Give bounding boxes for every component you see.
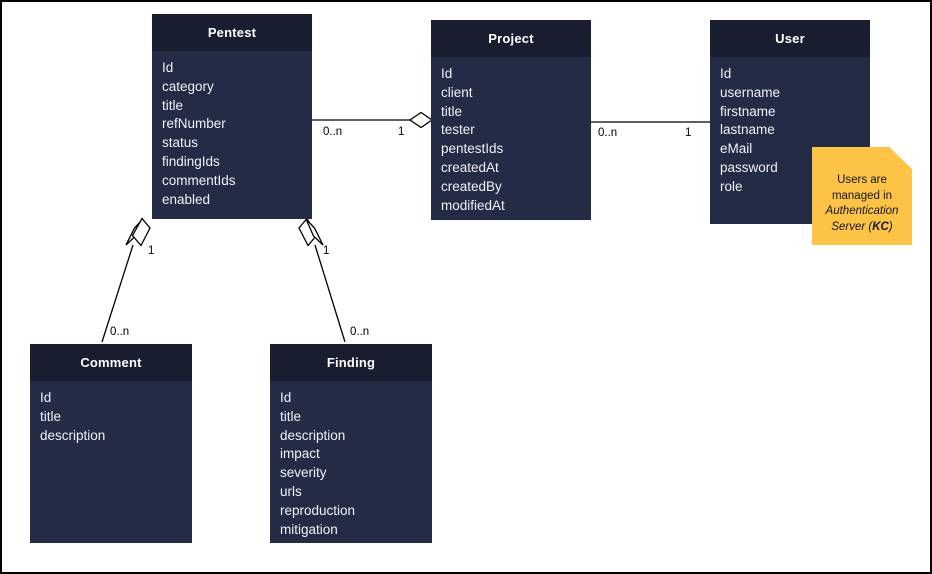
class-attributes-comment: Id title description <box>30 381 192 451</box>
attribute: impact <box>280 446 320 462</box>
attribute: lastname <box>720 122 775 138</box>
attribute: eMail <box>720 141 753 157</box>
attribute: firstname <box>720 103 776 119</box>
attribute: severity <box>280 465 327 481</box>
sticky-note-user[interactable]: Users are managed in Authentication Serv… <box>812 147 912 245</box>
attribute: createdAt <box>441 159 499 175</box>
attribute: Id <box>40 390 52 405</box>
attribute: title <box>40 408 62 424</box>
attribute: description <box>280 427 346 443</box>
attribute: title <box>280 408 302 424</box>
note-line-4-bold: KC <box>872 220 889 233</box>
note-text: Users are managed in Authentication Serv… <box>812 173 912 235</box>
multiplicity-pentest-finding-target: 0..n <box>350 326 370 338</box>
attribute: title <box>441 103 463 119</box>
multiplicity-pentest-finding-source: 1 <box>323 245 330 257</box>
attribute: Id <box>162 60 174 75</box>
attribute: urls <box>280 483 302 499</box>
multiplicity-pentest-comment-source: 1 <box>148 245 155 257</box>
class-title-project: Project <box>431 20 591 57</box>
note-line-4-prefix: Server ( <box>831 220 873 233</box>
class-attributes-finding: Id title description impact severity url… <box>270 381 432 545</box>
class-box-project[interactable]: Project Id client title tester pentestId… <box>431 20 591 220</box>
multiplicity-pentest-project-target: 1 <box>398 126 405 138</box>
note-line-3: Authentication <box>825 205 899 217</box>
class-attributes-project: Id client title tester pentestIds create… <box>431 57 591 221</box>
attribute: enabled <box>162 191 211 207</box>
attribute: category <box>162 78 214 94</box>
attribute: username <box>720 84 781 100</box>
note-line-4-suffix: ) <box>888 220 893 233</box>
note-line-2: managed in <box>831 189 893 202</box>
multiplicity-project-user-source: 0..n <box>598 127 618 139</box>
class-attributes-user: Id username firstname lastname eMail pas… <box>710 57 870 203</box>
attribute: findingIds <box>162 153 220 169</box>
class-attributes-pentest: Id category title refNumber status findi… <box>152 51 312 215</box>
attribute: Id <box>280 390 292 405</box>
class-box-finding[interactable]: Finding Id title description impact seve… <box>270 344 432 543</box>
note-line-1: Users are <box>837 174 887 186</box>
attribute: Id <box>441 66 453 81</box>
attribute: title <box>162 97 184 113</box>
attribute: status <box>162 135 199 151</box>
multiplicity-pentest-comment-target: 0..n <box>110 326 130 338</box>
class-box-pentest[interactable]: Pentest Id category title refNumber stat… <box>152 14 312 219</box>
attribute: reproduction <box>280 502 356 518</box>
class-title-comment: Comment <box>30 344 192 381</box>
attribute: Id <box>720 66 732 81</box>
attribute: createdBy <box>441 178 502 194</box>
edge-pentest-finding <box>298 217 346 343</box>
multiplicity-pentest-project-source: 0..n <box>323 126 343 138</box>
attribute: modifiedAt <box>441 197 505 213</box>
class-title-pentest: Pentest <box>152 14 312 51</box>
class-box-comment[interactable]: Comment Id title description <box>30 344 192 543</box>
attribute: commentIds <box>162 172 236 188</box>
attribute: tester <box>441 122 475 138</box>
attribute: refNumber <box>162 116 226 132</box>
attribute: pentestIds <box>441 141 504 157</box>
class-title-user: User <box>710 20 870 57</box>
edge-pentest-comment <box>101 217 151 343</box>
note-fold-corner-icon <box>889 147 912 169</box>
class-title-finding: Finding <box>270 344 432 381</box>
attribute: description <box>40 427 106 443</box>
attribute: role <box>720 178 743 194</box>
attribute: client <box>441 84 473 100</box>
attribute: password <box>720 159 778 175</box>
attribute: mitigation <box>280 521 338 537</box>
multiplicity-project-user-target: 1 <box>685 127 692 139</box>
